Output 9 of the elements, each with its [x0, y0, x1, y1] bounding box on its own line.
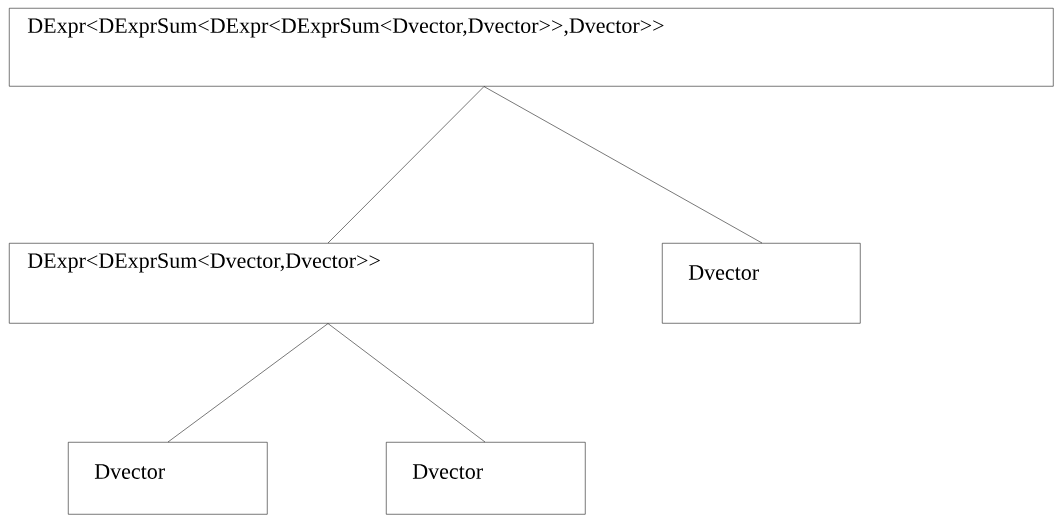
- tree-line: [483, 86, 763, 244]
- type-box: Dvector: [662, 243, 861, 324]
- type-box: DExpr<DExprSum<Dvector,Dvector>>: [9, 243, 594, 324]
- type-box: Dvector: [68, 442, 268, 515]
- type-box: DExpr<DExprSum<DExpr<DExprSum<Dvector,Dvector>>,Dvector>>: [9, 8, 1054, 87]
- type-box: Dvector: [386, 442, 586, 515]
- tree-line: [167, 323, 329, 443]
- tree-line: [327, 323, 486, 443]
- tree-line: [327, 86, 485, 244]
